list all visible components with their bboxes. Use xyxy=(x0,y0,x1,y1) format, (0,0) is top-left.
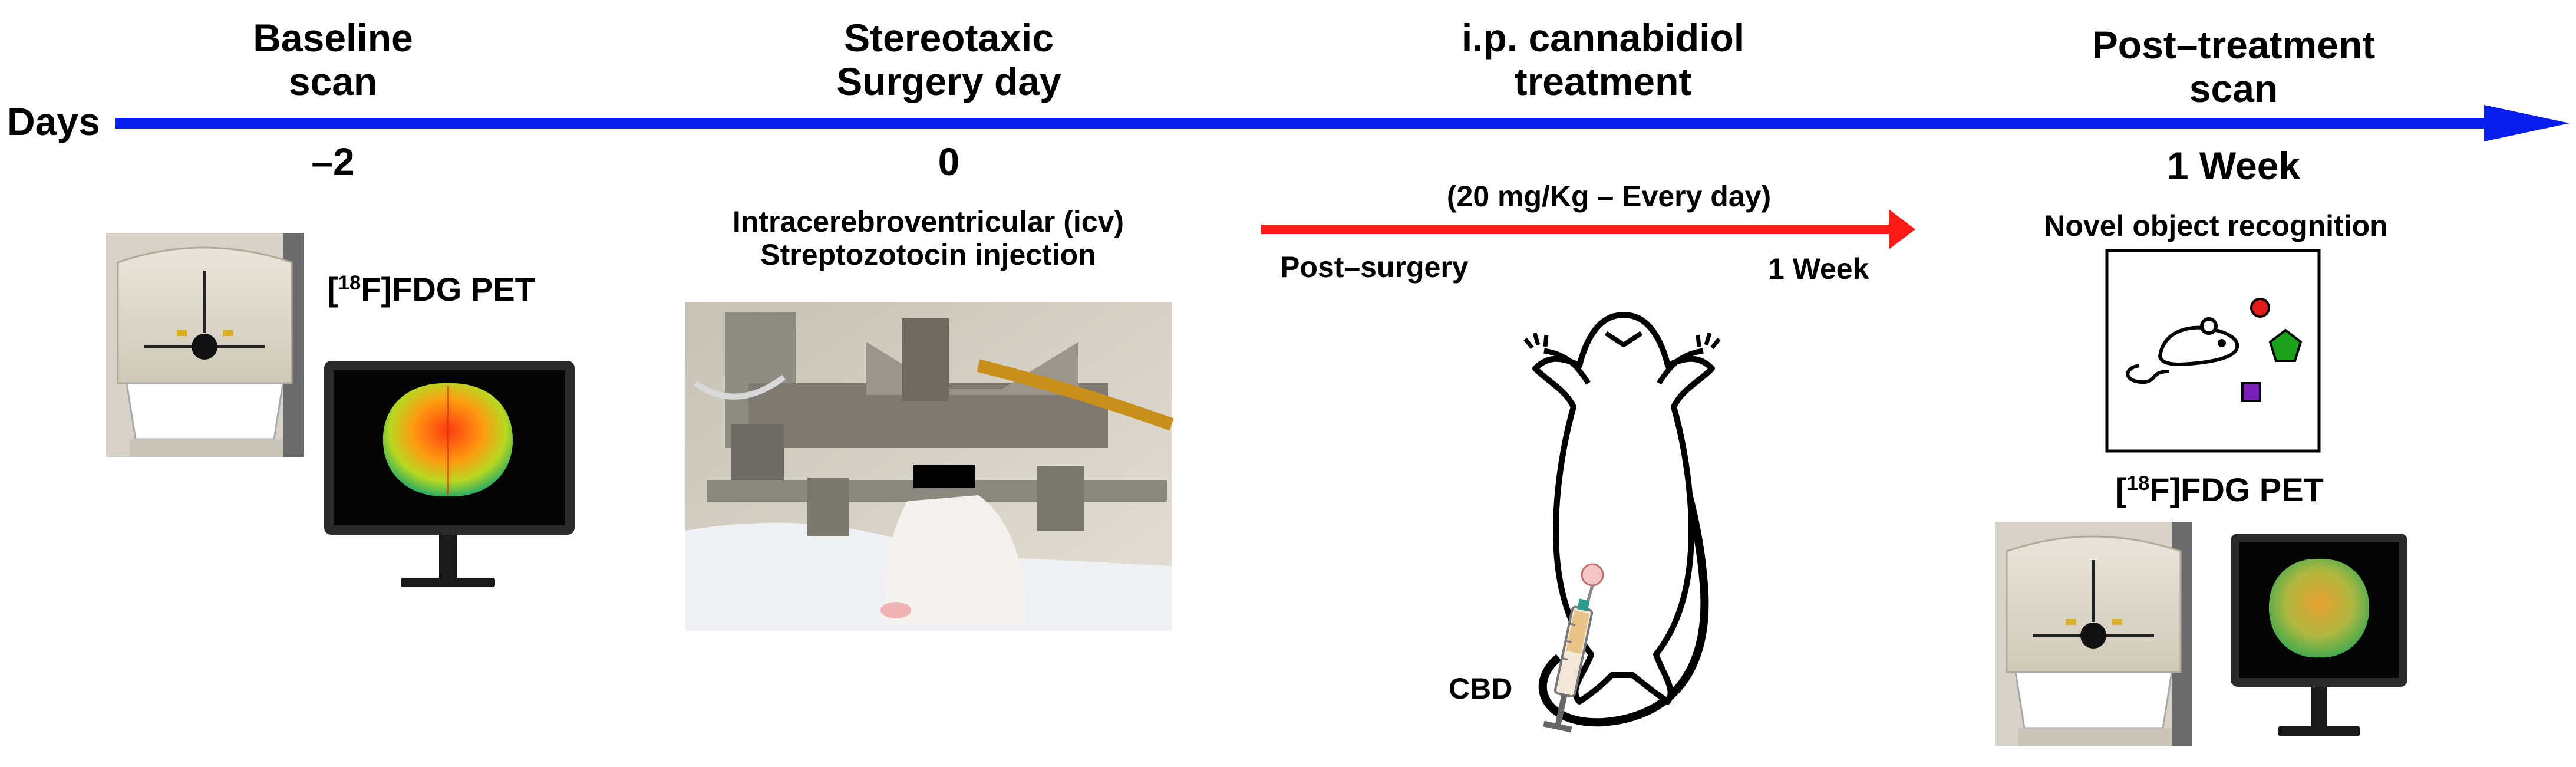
treatment-dose: (20 mg/Kg – Every day) xyxy=(1446,180,1772,213)
pet-label-pre: [ xyxy=(327,271,338,308)
syringe-illustration xyxy=(1543,563,1604,733)
post-pet-label: [18F]FDG PET xyxy=(2116,471,2324,509)
object-pentagon xyxy=(2268,328,2303,362)
pet-isotope: 18 xyxy=(2126,472,2150,495)
timeline-axis xyxy=(115,118,2502,129)
surgery-photo xyxy=(685,302,1174,631)
stage-post-day: 1 Week xyxy=(2166,144,2301,187)
novel-object-label: Novel object recognition xyxy=(2044,209,2388,242)
stage-title-line1: i.p. cannabidiol xyxy=(1461,16,1745,60)
post-scanner-photo xyxy=(1995,522,2192,746)
object-square xyxy=(2241,382,2261,402)
stage-title-line1: Stereotaxic xyxy=(844,16,1054,60)
pet-label-post: F]FDG PET xyxy=(361,271,535,308)
post-pet-monitor xyxy=(2231,534,2407,736)
novel-object-arena xyxy=(2105,249,2321,453)
stage-baseline-day: –2 xyxy=(311,140,355,183)
treatment-start-label: Post–surgery xyxy=(1280,251,1469,284)
arena-mouse-icon xyxy=(2126,317,2239,384)
stage-title-line1: Baseline xyxy=(253,16,413,60)
treatment-arrow-line xyxy=(1261,225,1898,234)
stage-surgery-title: Stereotaxic Surgery day xyxy=(796,16,1102,104)
baseline-pet-label: [18F]FDG PET xyxy=(327,271,535,308)
treatment-end-label: 1 Week xyxy=(1768,252,1869,285)
pet-label-pre: [ xyxy=(2116,471,2127,508)
treatment-arrowhead xyxy=(1889,209,1915,249)
stage-surgery-day: 0 xyxy=(938,140,960,183)
stage-post-title: Post–treatment scan xyxy=(2063,23,2405,111)
timeline-arrowhead xyxy=(2484,105,2570,141)
stage-title-line2: scan xyxy=(2189,66,2278,110)
rat-illustration xyxy=(1523,312,1721,727)
surgery-description: Intracerebroventricular (icv) Streptozot… xyxy=(654,205,1202,271)
baseline-scanner-photo xyxy=(106,233,304,457)
stage-title-line2: scan xyxy=(288,59,378,103)
drug-label: CBD xyxy=(1449,672,1513,705)
stage-title-line1: Post–treatment xyxy=(2092,23,2376,67)
object-circle xyxy=(2250,298,2270,318)
baseline-pet-monitor xyxy=(324,361,575,587)
surgery-line1: Intracerebroventricular (icv) xyxy=(732,205,1124,238)
stage-treatment-title: i.p. cannabidiol treatment xyxy=(1420,16,1786,104)
pet-isotope: 18 xyxy=(338,271,361,294)
stage-baseline-title: Baseline scan xyxy=(221,16,445,104)
axis-label: Days xyxy=(7,100,100,143)
pet-label-post: F]FDG PET xyxy=(2149,471,2324,508)
stage-title-line2: treatment xyxy=(1514,59,1692,103)
stage-title-line2: Surgery day xyxy=(836,59,1061,103)
surgery-line2: Streptozotocin injection xyxy=(760,238,1096,271)
